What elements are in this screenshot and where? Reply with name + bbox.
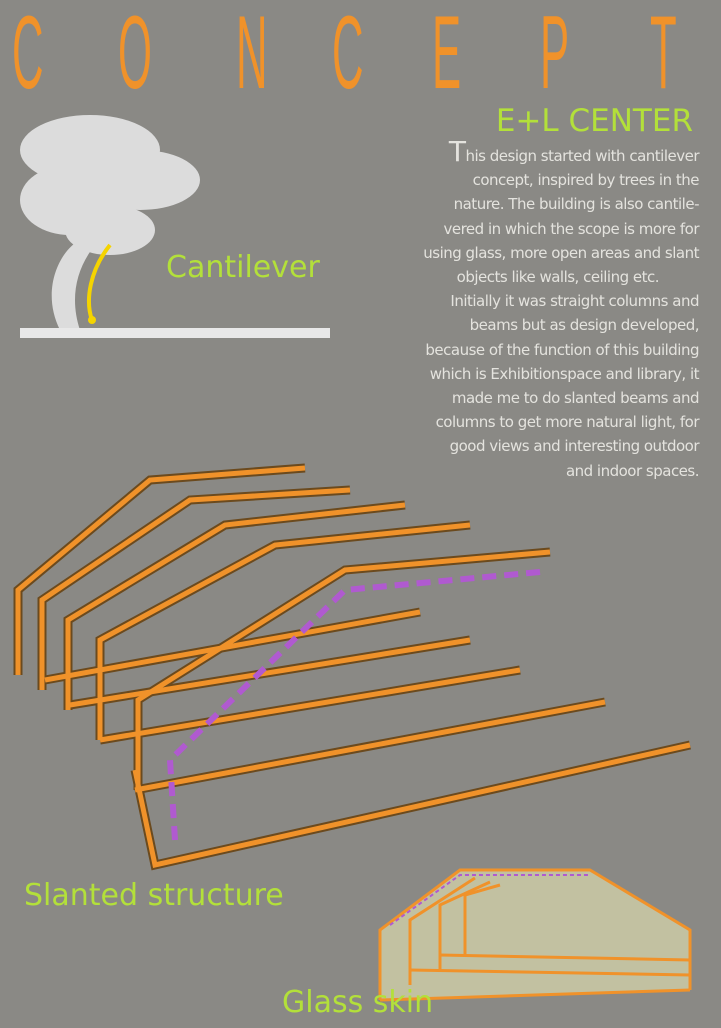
description-line: columns to get more natural light, for: [435, 413, 700, 432]
title-letter: N: [236, 0, 268, 111]
description-line: Initially it was straight columns and: [450, 292, 699, 311]
description-line: beams but as design developed,: [469, 316, 700, 335]
title-letter: O: [118, 0, 152, 111]
slanted-frame-structure: [13, 463, 691, 871]
tree-illustration: [20, 115, 330, 338]
description-line: good views and interesting outdoor: [449, 437, 700, 456]
description-line: concept, inspired by trees in the: [472, 171, 700, 190]
description-line: his design started with cantilever: [465, 147, 700, 165]
title-letter: E: [432, 0, 462, 111]
title-letter: C: [332, 0, 364, 111]
cantilever-path: [166, 569, 541, 841]
description: This design started with cantilever conc…: [299, 138, 700, 483]
title-letter: C: [12, 0, 44, 111]
description-line: using glass, more open areas and slant: [423, 243, 699, 262]
description-line: made me to do slanted beams and: [451, 389, 700, 408]
description-line: which is Exhibitionspace and library, it: [429, 364, 700, 383]
description-line: vered in which the scope is more for: [443, 219, 699, 238]
description-line: nature. The building is also cantile-: [453, 195, 700, 214]
glass-skin-illustration: [378, 868, 692, 1002]
description-line: because of the function of this building: [425, 340, 699, 359]
project-name: E+L CENTER: [495, 103, 693, 139]
poster-title: C O N C E P T: [0, 0, 721, 111]
slanted-structure-label: Slanted structure: [24, 878, 284, 913]
glass-skin-label: Glass skin: [282, 985, 434, 1020]
title-letter: P: [540, 0, 570, 111]
description-line: and indoor spaces.: [565, 461, 700, 480]
cantilever-label: Cantilever: [166, 250, 320, 285]
description-line: objects like walls, ceiling etc.: [456, 268, 660, 287]
title-letter: T: [650, 0, 677, 111]
drop-cap: T: [448, 135, 466, 168]
